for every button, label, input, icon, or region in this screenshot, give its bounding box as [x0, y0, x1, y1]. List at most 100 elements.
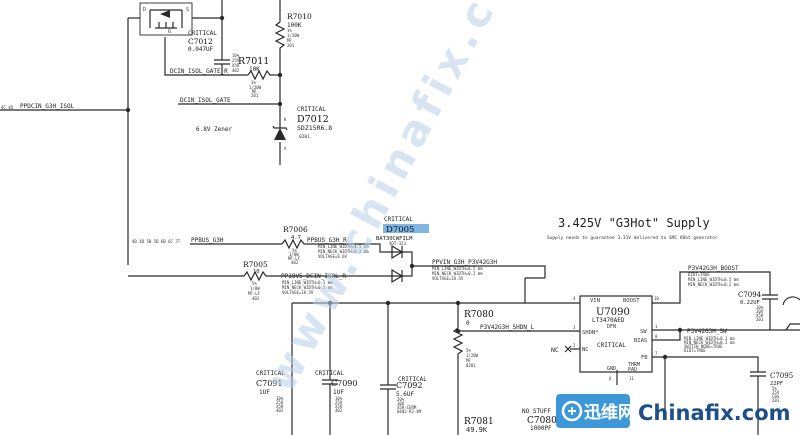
net-prefix-ppbus: 4B 4B 5B 5B 6B 6C 7T	[132, 239, 181, 244]
u7090-pin-shdn: SHDN*	[582, 330, 599, 336]
d7012-pkg: 0201	[299, 134, 310, 140]
c7091-detail-0: 10%	[276, 396, 284, 401]
wire-sw	[652, 308, 771, 331]
c7090-detail-2: X5R	[335, 404, 343, 409]
u7090-pin-gnd: GND	[607, 366, 616, 372]
r7005-detail-3: 402	[252, 296, 260, 301]
net-p3v42g3h-shdn-l: P3V42G3H_SHDN_L	[480, 324, 535, 331]
c7092-value: 5.6UF	[396, 391, 414, 398]
c7092-critical: CRITICAL	[398, 376, 427, 383]
c7090-detail-0: 10%	[335, 396, 343, 401]
c7090-detail-1: 25V	[335, 400, 343, 405]
c7091-detail-3: 402	[276, 408, 284, 413]
c7094-detail-2: X5R	[756, 313, 764, 318]
u7090-pin-pad: PAD	[628, 367, 637, 373]
net-sw-rule-4: DIDT=TRUE	[684, 348, 706, 353]
r7010-detail-0: 1%	[287, 28, 292, 33]
r7006-detail-3: 402	[291, 260, 299, 265]
wire-boost	[652, 271, 771, 304]
brand-en: Chinafix.com	[638, 401, 791, 425]
capacitor-c7091: CRITICAL C7091 1UF 10% 25V X5R 402	[256, 370, 285, 413]
d7012-critical: CRITICAL	[297, 106, 326, 113]
wire-fet-gate	[164, 37, 248, 76]
r7010-ref: R7010	[287, 12, 312, 21]
u7090-pin-vin: VIN	[590, 298, 600, 304]
net-ppbus-rule-3: VOLTAGE=8.6V	[318, 254, 347, 259]
c7012-critical: CRITICAL	[188, 30, 217, 37]
u7090-pin-sw: SW	[640, 329, 647, 335]
net-dcin-isol-gate-r: DCIN_ISOL_GATE_R	[170, 68, 228, 75]
u7090-pinnum-pad: 11	[629, 376, 634, 381]
d7005-critical: CRITICAL	[384, 216, 413, 223]
r7006-detail-0: 5%	[292, 248, 297, 253]
net-pp18v5-rule-2: MIN_NECK_WIDTH=0.2 mm	[282, 285, 333, 290]
wire-ppvin-to-vin	[524, 278, 580, 304]
net-boost-rule-1: DIDT=TRUE	[688, 272, 710, 277]
net-prefix-ppdcin: 4C 4D	[1, 105, 14, 110]
u7090-pin-thrm: THRM	[628, 362, 640, 368]
r7005-value: 10	[253, 269, 260, 275]
r7081-ref: R7081	[464, 417, 494, 427]
fet-pin-d: D	[143, 7, 146, 13]
junction-dot	[409, 263, 415, 269]
r7006-ref: R7006	[283, 225, 308, 234]
wire-ppvin	[412, 265, 546, 278]
d7012-ref: D7012	[297, 114, 329, 125]
r7081-value: 49.9K	[466, 426, 488, 434]
mosfet-q: D S G	[139, 2, 193, 36]
d7012-note: 6.8V Zener	[196, 126, 233, 133]
r7011-ref: R7011	[238, 56, 269, 67]
r7011-detail-0: 1%	[251, 80, 256, 85]
c7012-ref: C7012	[188, 37, 213, 46]
d7005-highlight	[383, 224, 429, 233]
u7090-pinnum-fb: 7	[655, 351, 658, 356]
d7012-value: SDZ15R6.8	[297, 124, 332, 132]
net-sw-rule-3: SWITCH_NODE=TRUE	[684, 344, 723, 349]
net-ppvin-rule-3: VOLTAGE=18.5V	[432, 276, 464, 281]
junction-dot	[327, 300, 333, 306]
junction-dot	[277, 101, 283, 107]
r7010-detail-2: MF	[287, 38, 292, 43]
c7090-value: 1UF	[333, 389, 344, 396]
c7092-ref: C7092	[396, 381, 422, 390]
net-ppvin-rule-1: MIN_LINE_WIDTH=0.5 mm	[432, 266, 483, 271]
section-subtitle: Supply needs to guarantee 3.31V delivere…	[547, 235, 718, 241]
r7010-detail-3: 201	[287, 43, 295, 48]
c7080-stuff: NO STUFF	[522, 408, 551, 415]
junction-dot	[455, 300, 461, 306]
net-pp18v5-rule-1: MIN_LINE_WIDTH=0.5 mm	[282, 280, 333, 285]
watermark-diagonal: www.chinafix.com	[256, 0, 546, 400]
r7005-detail-0: 5%	[252, 281, 257, 286]
net-ppvin-g3h-p3v42g3h: PPVIN_G3H_P3V42G3H	[432, 259, 497, 266]
c7080-ref: C7080	[527, 416, 557, 426]
d7005-pkg: SOT-323	[389, 241, 406, 246]
c7091-detail-2: X5R	[276, 404, 284, 409]
net-p3v42g3h-boost: P3V42G3H_BOOST	[688, 265, 739, 272]
c7091-value: 1UF	[259, 389, 270, 396]
c7012-value: 0.047UF	[188, 46, 214, 53]
u7090-pinnum-vin: 4	[573, 296, 576, 301]
u7090-pinnum-nc: 2	[573, 343, 576, 348]
net-pp18v5-dcin-isol-r: PP18V5_DCIN_ISOL_R	[281, 273, 346, 280]
wire-fb	[652, 356, 759, 372]
u7090-pin-fb: FB	[641, 355, 648, 361]
c7012-detail-3: 402	[232, 68, 240, 73]
c7090-ref: C7090	[331, 379, 357, 388]
net-ppvin-rule-2: MIN_NECK_WIDTH=0.2 mm	[432, 271, 483, 276]
c7090-critical: CRITICAL	[315, 370, 344, 377]
c7092-detail-1: 10V	[397, 401, 405, 406]
u7090-pinnum-bias: 8	[655, 334, 658, 339]
c7095-detail-0: 5%	[772, 386, 777, 391]
u7090-pin-boost: BOOST	[623, 298, 640, 304]
net-ppdcin-g3h-isol: PPDCIN_G3H_ISOL	[20, 103, 75, 110]
net-ppbus-rule-2: MIN_NECK_WIDTH=0.2 mm	[318, 249, 369, 254]
junctions	[125, 15, 683, 360]
r7011-value: 10K	[249, 66, 260, 73]
c7092-detail-2: X5R-CERM	[397, 405, 417, 410]
wire-ppbus-g3h-r	[306, 243, 392, 253]
r7080-value: 0	[466, 320, 470, 327]
junction-dot	[219, 15, 225, 21]
